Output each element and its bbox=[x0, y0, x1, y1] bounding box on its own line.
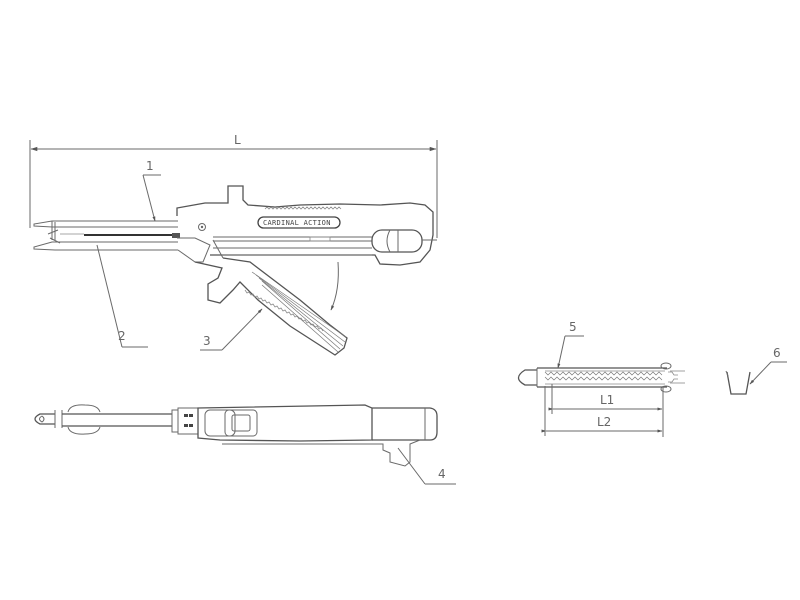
jaw-pin bbox=[172, 233, 180, 238]
dimension-L: L bbox=[29, 133, 438, 238]
pivot-pin bbox=[198, 223, 206, 231]
handle-badge-text: CARDINAL ACTION bbox=[263, 219, 331, 227]
svg-text:6: 6 bbox=[773, 346, 781, 360]
top-view bbox=[34, 404, 438, 467]
svg-text:1: 1 bbox=[146, 159, 154, 173]
svg-text:5: 5 bbox=[569, 320, 577, 334]
staple-view bbox=[725, 370, 751, 395]
callout-2: 2 bbox=[96, 244, 148, 348]
handle-badge: CARDINAL ACTION bbox=[257, 216, 341, 229]
dimension-L-label: L bbox=[234, 133, 241, 147]
callout-6: 6 bbox=[749, 346, 787, 385]
cartridge-view bbox=[517, 362, 685, 393]
callout-5: 5 bbox=[557, 320, 584, 369]
dimension-L1: L1 bbox=[548, 384, 664, 437]
dimension-L2: L2 bbox=[541, 386, 663, 436]
side-view: CARDINAL ACTION bbox=[33, 185, 437, 356]
dimension-L1-label: L1 bbox=[600, 393, 614, 407]
svg-text:4: 4 bbox=[438, 467, 446, 481]
release-knob bbox=[371, 229, 423, 253]
callout-3: 3 bbox=[200, 308, 263, 351]
svg-text:3: 3 bbox=[203, 334, 211, 348]
svg-text:2: 2 bbox=[118, 329, 126, 343]
dimension-L2-label: L2 bbox=[597, 415, 611, 429]
callout-1: 1 bbox=[142, 159, 161, 222]
callout-4: 4 bbox=[397, 447, 456, 485]
